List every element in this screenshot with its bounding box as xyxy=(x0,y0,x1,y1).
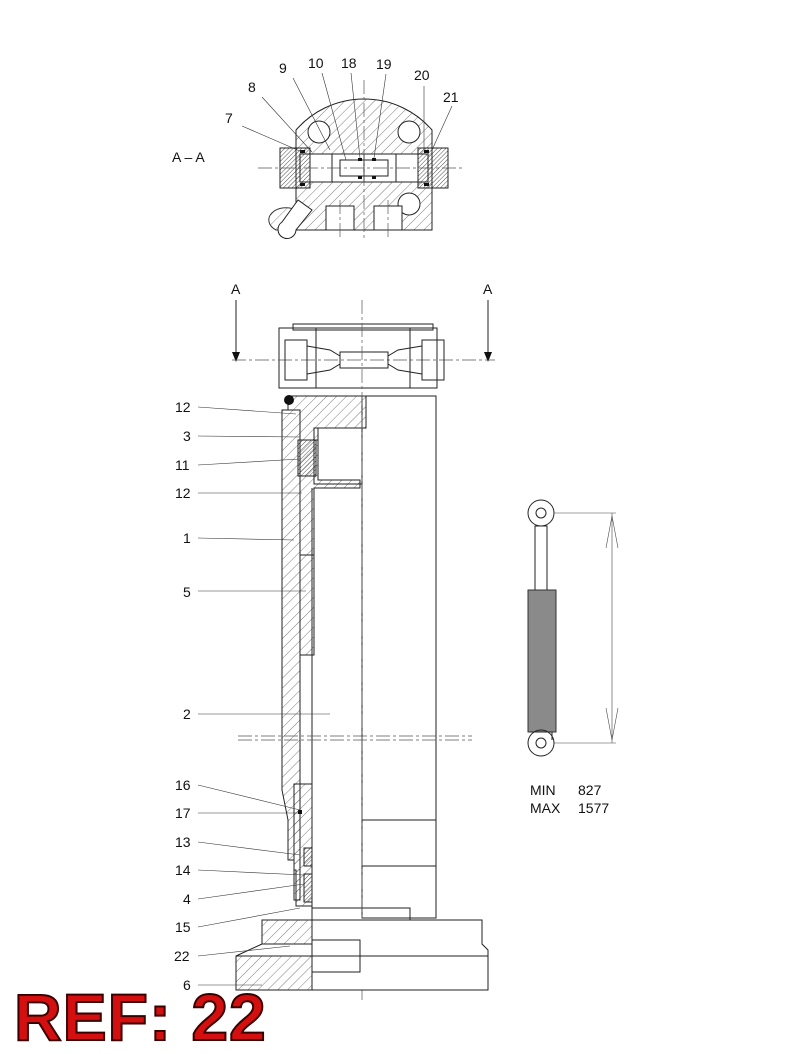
part-number-22: 22 xyxy=(174,948,190,964)
cut-marker-left: A xyxy=(231,281,241,297)
part-number-3: 3 xyxy=(183,428,191,444)
part-number-9: 9 xyxy=(279,60,287,76)
cylinder-body-icon xyxy=(527,589,557,733)
part-number-13: 13 xyxy=(175,834,191,850)
part-number-2: 2 xyxy=(183,706,191,722)
part-number-17: 17 xyxy=(175,805,191,821)
part-number-8: 8 xyxy=(248,79,256,95)
part-number-7: 7 xyxy=(225,110,233,126)
part-number-5: 5 xyxy=(183,584,191,600)
stroke-min-value: 827 xyxy=(578,782,602,798)
part-number-1: 1 xyxy=(183,530,191,546)
part-number-4: 4 xyxy=(183,891,191,907)
stroke-max-value: 1577 xyxy=(578,800,609,816)
reference-label: REF: 22 xyxy=(13,980,267,1054)
part-number-11: 11 xyxy=(175,457,190,473)
part-number-21: 21 xyxy=(443,89,459,105)
part-number-20: 20 xyxy=(414,67,430,83)
cylinder-stroke-diagram: MIN 827 MAX 1577 xyxy=(527,499,619,816)
part-number-19: 19 xyxy=(376,56,392,72)
stroke-max-label: MAX xyxy=(530,800,561,816)
part-number-14: 14 xyxy=(175,862,191,878)
section-label: A – A xyxy=(172,149,205,165)
section-view-a-a: A – A xyxy=(172,55,465,240)
part-number-16: 16 xyxy=(175,777,191,793)
stroke-min-label: MIN xyxy=(530,782,556,798)
part-number-18: 18 xyxy=(341,55,357,71)
part-number-12a: 12 xyxy=(175,399,191,415)
cut-marker-right: A xyxy=(483,281,493,297)
part-number-10: 10 xyxy=(308,55,324,71)
part-number-6: 6 xyxy=(183,977,191,993)
main-section-view: A A xyxy=(174,281,495,1000)
part-number-15: 15 xyxy=(175,919,191,935)
part-number-12b: 12 xyxy=(175,485,191,501)
